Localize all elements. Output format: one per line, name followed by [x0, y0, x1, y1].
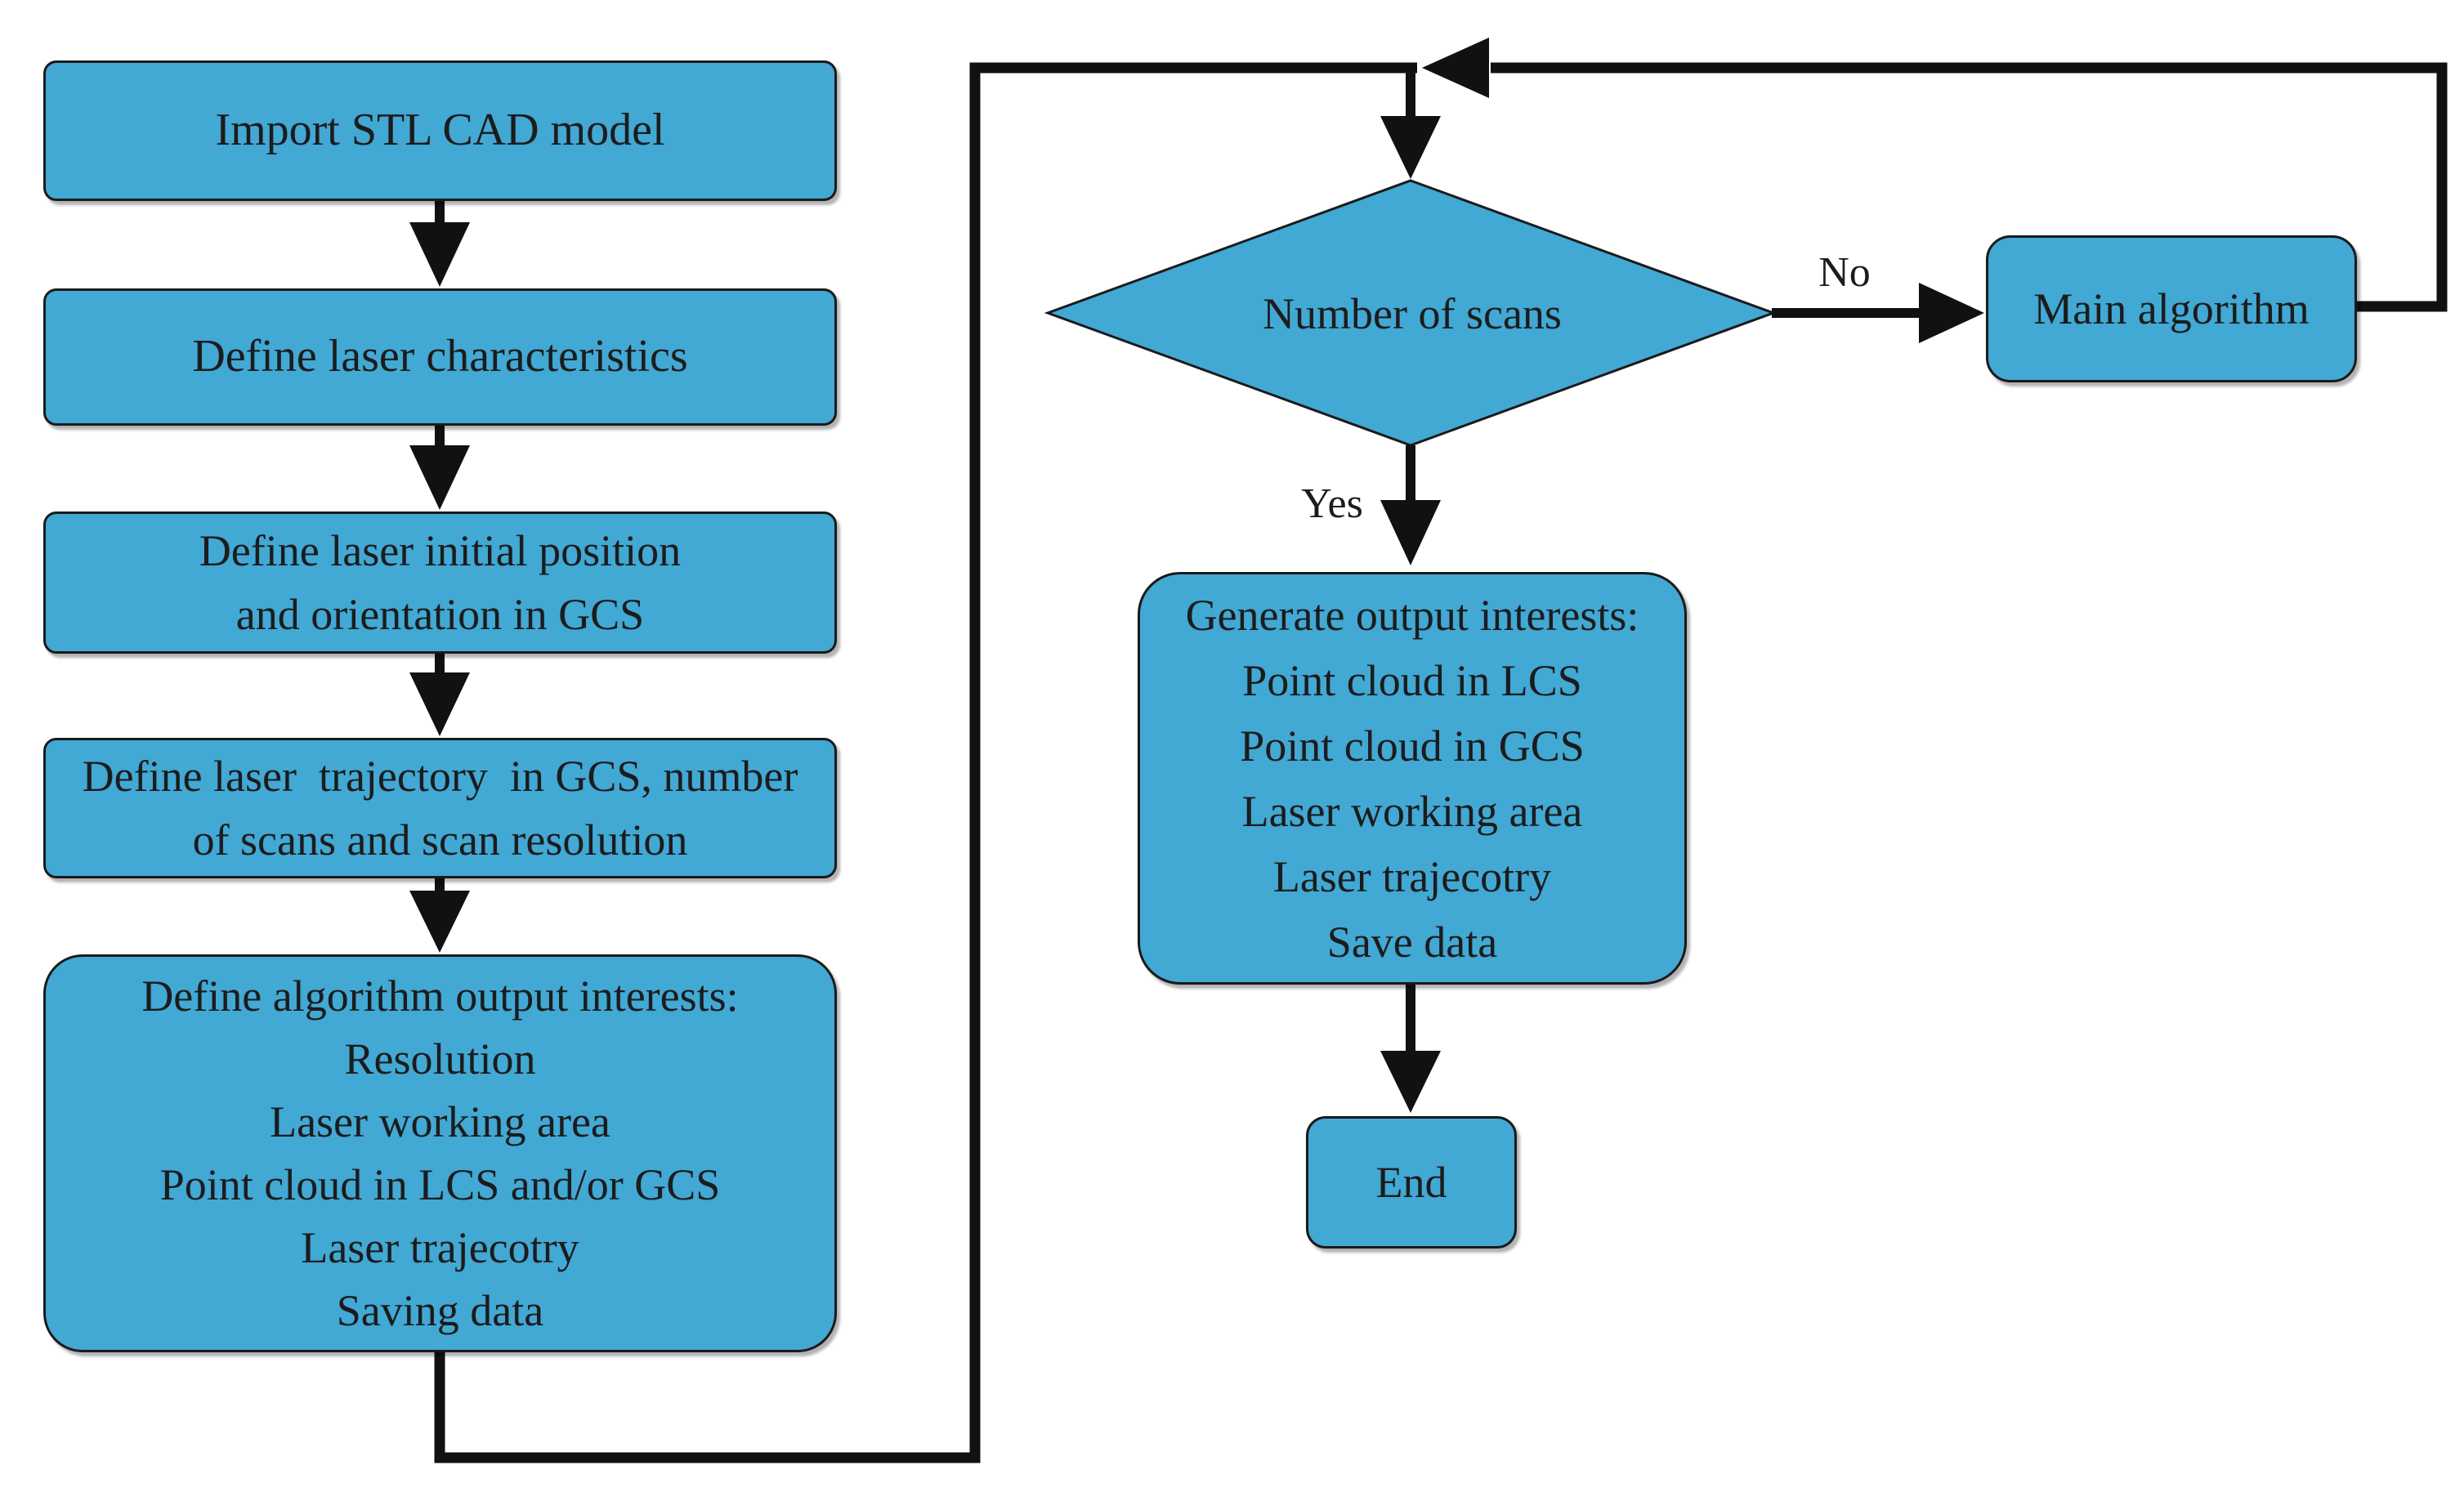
node-define-laser-trajectory: Define laser trajectory in GCS, number o… [43, 738, 837, 878]
edge-decision-yes-to-generate [1380, 445, 1441, 565]
arrowhead-down-icon [409, 445, 470, 510]
edge-characteristics-to-position [409, 426, 470, 510]
node-define-laser-characteristics: Define laser characteristics [43, 288, 837, 426]
label-no: No [1818, 248, 1871, 296]
edge-decision-no-to-main-algorithm [1772, 283, 1984, 343]
node-define-algorithm-output-interests: Define algorithm output interests: Resol… [43, 954, 837, 1352]
edge-junction-to-decision [1380, 68, 1441, 179]
edge-generate-to-end [1380, 985, 1441, 1113]
edge-main-algorithm-feedback [1422, 38, 2448, 312]
decision-number-of-scans-label: Number of scans [1263, 289, 1562, 338]
arrowhead-down-icon [409, 672, 470, 736]
node-end: End [1306, 1116, 1517, 1249]
node-define-laser-initial-position: Define laser initial position and orient… [43, 512, 837, 654]
node-main-algorithm: Main algorithm [1986, 235, 2357, 382]
label-yes: Yes [1301, 480, 1363, 527]
arrowhead-left-icon [1422, 38, 1489, 98]
node-generate-output-interests: Generate output interests: Point cloud i… [1138, 572, 1687, 985]
arrowhead-down-icon [1380, 116, 1441, 179]
edge-position-to-trajectory [409, 654, 470, 736]
arrowhead-down-icon [409, 891, 470, 953]
arrowhead-down-icon [409, 222, 470, 287]
arrowhead-down-icon [1380, 1051, 1441, 1113]
node-import-stl-cad-model: Import STL CAD model [43, 60, 837, 201]
arrowhead-right-icon [1919, 283, 1984, 343]
edge-outputs-loop-to-decision [434, 62, 1417, 1463]
edge-import-to-characteristics [409, 201, 470, 287]
arrowhead-down-icon [1380, 500, 1441, 565]
edge-trajectory-to-outputs [409, 878, 470, 953]
